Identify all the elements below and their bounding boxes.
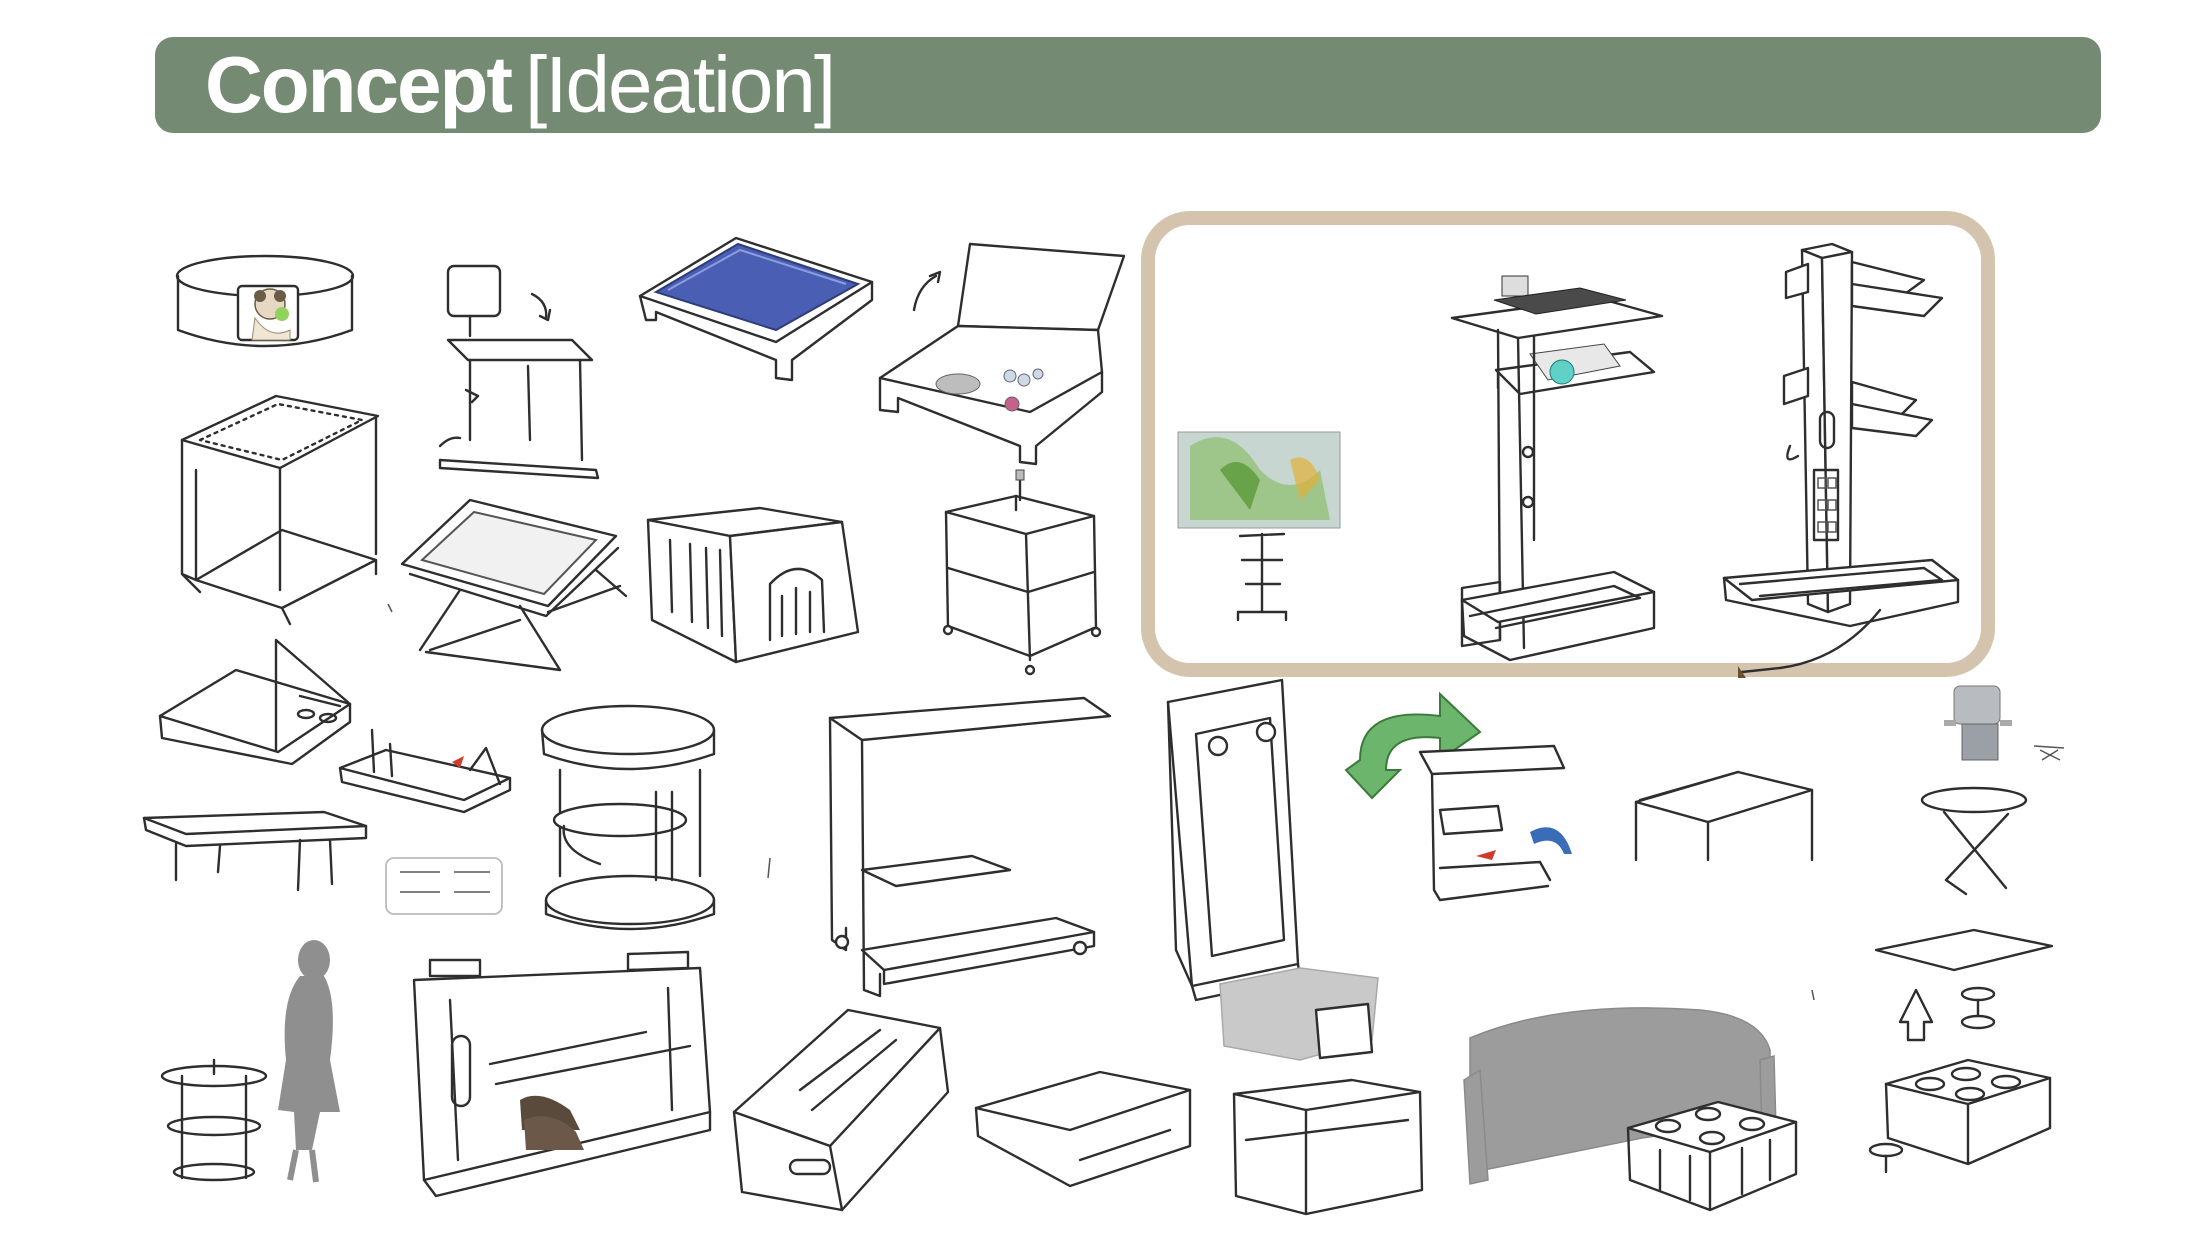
sketch-square-pet-cot: [182, 396, 378, 624]
sketch-stool-table-arrow: [1870, 930, 2052, 1172]
sketch-large-gray-sofa: [1464, 1008, 1776, 1184]
sketch-round-x-stand: [1922, 788, 2026, 894]
sketch-small-base-plate: [386, 858, 502, 914]
sketch-woman-silhouette: [278, 940, 340, 1182]
sketch-convertible-chair: [440, 266, 598, 478]
sketch-low-bridge-table: [976, 1072, 1190, 1186]
sketch-storage-box-open-lid: [880, 244, 1124, 464]
sketch-bench: [144, 812, 366, 890]
sketch-sandbox-tray: [160, 640, 350, 764]
concept-projector-stand: [1452, 276, 1662, 660]
sketch-small-gray-sofa: [1220, 968, 1422, 1214]
sketch-c-shelf-table: [830, 698, 1110, 996]
sketch-x-frame-cot: [402, 500, 626, 670]
sketch-round-tiered-stand: [162, 1060, 266, 1180]
sketch-tall-panel: [1168, 680, 1300, 1000]
sketch-side-cart: [944, 470, 1100, 674]
sketch-round-tiered-cabinet: [542, 706, 714, 929]
sketch-boxed-side-table: [1636, 772, 1812, 860]
sketch-rotating-c-table: [1346, 694, 1572, 900]
sketch-crate-arched-door: [648, 508, 858, 662]
concept-power-post-shelf: [1724, 244, 1958, 678]
sketch-blue-mattress-platform: [640, 238, 872, 380]
image-grill: [1944, 686, 2064, 760]
sketch-shoe-storage: [414, 952, 710, 1196]
sketch-flipped-crate: [734, 1010, 948, 1210]
concept-tv-stand: [1178, 432, 1340, 620]
sketch-round-pet-bed: [177, 256, 353, 346]
sketch-folding-tray: [340, 730, 510, 812]
